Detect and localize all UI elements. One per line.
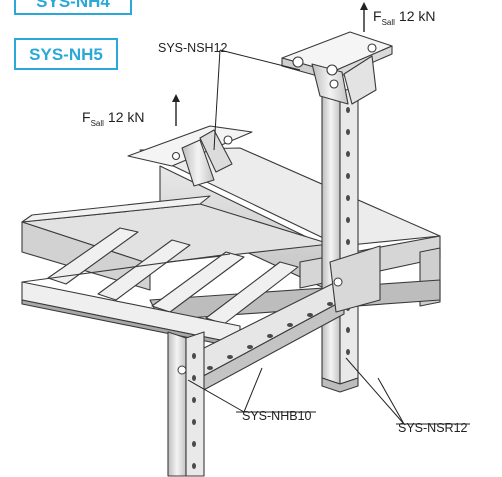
cable-ladder — [21, 195, 331, 349]
force-value: 12 kN — [108, 109, 145, 125]
channel-vertical-left — [167, 331, 205, 477]
force-arrow-right — [360, 2, 368, 32]
force-symbol: F — [373, 8, 382, 24]
bracket-holes — [207, 302, 333, 370]
head-plate-right — [281, 31, 393, 105]
bolt — [177, 365, 187, 375]
bolt — [333, 277, 343, 287]
bracket-nhb10 — [187, 245, 381, 393]
label-sys-nhb10: SYS-NHB10 — [242, 409, 312, 423]
badge-sys-nh4: SYS-NH4 — [14, 0, 132, 15]
force-symbol: F — [82, 109, 91, 125]
force-subscript: Sall — [382, 18, 396, 27]
head-plate-left — [127, 125, 253, 187]
channel-holes-left — [192, 353, 196, 469]
channel-vertical-right — [321, 85, 359, 393]
leader-lines — [187, 49, 470, 425]
label-sys-nsh12: SYS-NSH12 — [158, 41, 228, 55]
force-value: 12 kN — [399, 8, 436, 24]
force-arrow-left — [172, 94, 180, 126]
force-subscript: Sall — [91, 119, 105, 128]
label-sys-nsr12: SYS-NSR12 — [398, 421, 468, 435]
badge-sys-nh5: SYS-NH5 — [14, 38, 118, 70]
